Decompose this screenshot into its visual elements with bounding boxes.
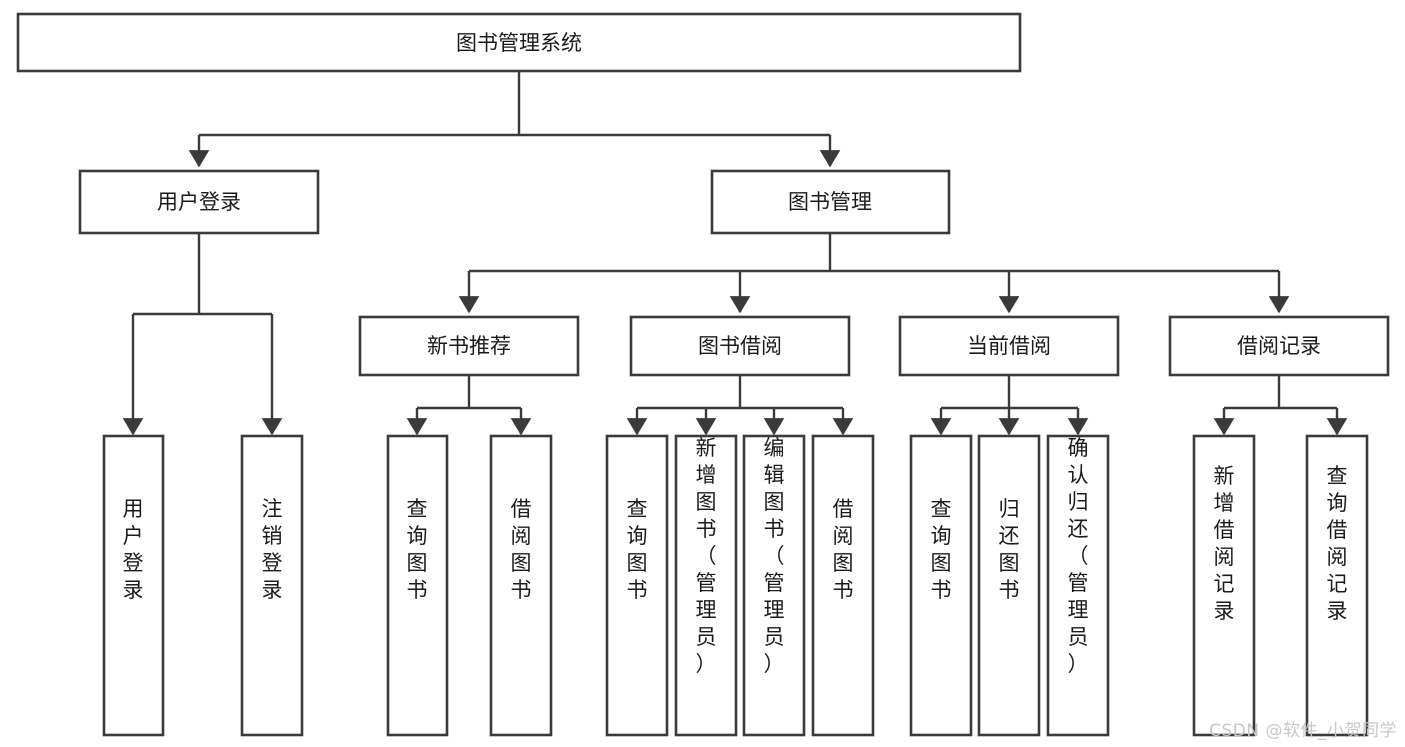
node-new-book-rec[interactable]: 新书推荐: [358, 315, 580, 377]
node-leaf-borrow-book-1-box[interactable]: [489, 434, 553, 737]
node-leaf-query-book-3[interactable]: 查询图书: [909, 434, 973, 737]
link-user-login-bus: [133, 233, 272, 316]
node-leaf-borrow-book-2-label: 借阅图书: [833, 497, 854, 602]
node-leaf-logout-label: 注销登录: [262, 497, 283, 602]
link-new-book-rec-bus: [417, 375, 521, 410]
node-leaf-query-book-2[interactable]: 查询图书: [605, 434, 669, 737]
node-leaf-add-record-box[interactable]: [1192, 434, 1256, 737]
node-leaf-add-book-label: 新增图书（管理员）: [696, 436, 717, 676]
node-leaf-query-book-1-box[interactable]: [386, 434, 449, 737]
node-current-borrow-box[interactable]: [898, 315, 1120, 377]
node-book-borrow-label: 图书借阅: [698, 334, 782, 358]
node-leaf-user-login-label: 用户登录: [123, 497, 144, 602]
node-borrow-record-box[interactable]: [1168, 315, 1390, 377]
node-leaf-query-book-1[interactable]: 查询图书: [386, 434, 449, 737]
node-new-book-rec-label: 新书推荐: [427, 334, 511, 358]
node-borrow-record[interactable]: 借阅记录: [1168, 315, 1390, 377]
node-root-label: 图书管理系统: [456, 31, 582, 55]
node-root-box[interactable]: [16, 12, 1022, 73]
link-book-borrow-bus: [637, 375, 843, 410]
node-leaf-user-login[interactable]: 用户登录: [102, 434, 165, 737]
node-leaf-edit-book-box[interactable]: [742, 434, 806, 737]
node-book-borrow[interactable]: 图书借阅: [629, 315, 851, 377]
node-leaf-confirm-return-box[interactable]: [1046, 434, 1110, 737]
node-leaf-return-book[interactable]: 归还图书: [977, 434, 1041, 737]
node-leaf-add-record-label: 新增借阅记录: [1214, 464, 1235, 623]
node-leaf-query-record[interactable]: 查询借阅记录: [1305, 434, 1369, 737]
node-leaf-edit-book-label: 编辑图书（管理员）: [764, 436, 785, 676]
node-root[interactable]: 图书管理系统: [16, 12, 1022, 73]
node-leaf-add-book[interactable]: 新增图书（管理员）: [674, 434, 738, 737]
node-leaf-confirm-return-label: 确认归还（管理员）: [1068, 436, 1089, 676]
link-root-bus: [199, 71, 830, 137]
node-book-manage-box[interactable]: [710, 169, 951, 235]
node-user-login-box[interactable]: [78, 169, 320, 235]
node-leaf-add-record[interactable]: 新增借阅记录: [1192, 434, 1256, 737]
node-leaf-return-book-label: 归还图书: [999, 497, 1020, 602]
node-leaf-query-book-1-label: 查询图书: [407, 497, 428, 602]
node-leaf-query-book-2-box[interactable]: [605, 434, 669, 737]
node-current-borrow-label: 当前借阅: [967, 334, 1051, 358]
node-leaf-query-book-3-box[interactable]: [909, 434, 973, 737]
node-user-login-label: 用户登录: [157, 190, 241, 214]
node-leaf-add-book-box[interactable]: [674, 434, 738, 737]
node-leaf-edit-book[interactable]: 编辑图书（管理员）: [742, 434, 806, 737]
node-book-manage-label: 图书管理: [788, 190, 872, 214]
node-book-borrow-box[interactable]: [629, 315, 851, 377]
node-leaf-borrow-book-1[interactable]: 借阅图书: [489, 434, 553, 737]
node-book-manage[interactable]: 图书管理: [710, 169, 951, 235]
node-leaf-query-book-2-label: 查询图书: [627, 497, 648, 602]
connectors-layer: [122, 71, 1348, 436]
node-leaf-logout-box[interactable]: [240, 434, 304, 737]
link-book-manage-bus: [469, 233, 1279, 273]
node-current-borrow[interactable]: 当前借阅: [898, 315, 1120, 377]
node-leaf-borrow-book-1-label: 借阅图书: [511, 497, 532, 602]
node-leaf-borrow-book-2[interactable]: 借阅图书: [811, 434, 875, 737]
node-borrow-record-label: 借阅记录: [1237, 334, 1321, 358]
node-leaf-user-login-box[interactable]: [102, 434, 165, 737]
node-leaf-query-book-3-label: 查询图书: [931, 497, 952, 602]
node-leaf-logout[interactable]: 注销登录: [240, 434, 304, 737]
node-leaf-return-book-box[interactable]: [977, 434, 1041, 737]
csdn-watermark: CSDN @软件_小贺同学: [1209, 721, 1397, 741]
node-leaf-query-record-box[interactable]: [1305, 434, 1369, 737]
node-leaf-query-record-label: 查询借阅记录: [1327, 464, 1348, 623]
node-leaf-confirm-return[interactable]: 确认归还（管理员）: [1046, 434, 1110, 737]
node-new-book-rec-box[interactable]: [358, 315, 580, 377]
node-user-login[interactable]: 用户登录: [78, 169, 320, 235]
node-leaf-borrow-book-2-box[interactable]: [811, 434, 875, 737]
link-current-borrow-bus: [941, 375, 1078, 410]
link-borrow-record-bus: [1224, 375, 1337, 410]
